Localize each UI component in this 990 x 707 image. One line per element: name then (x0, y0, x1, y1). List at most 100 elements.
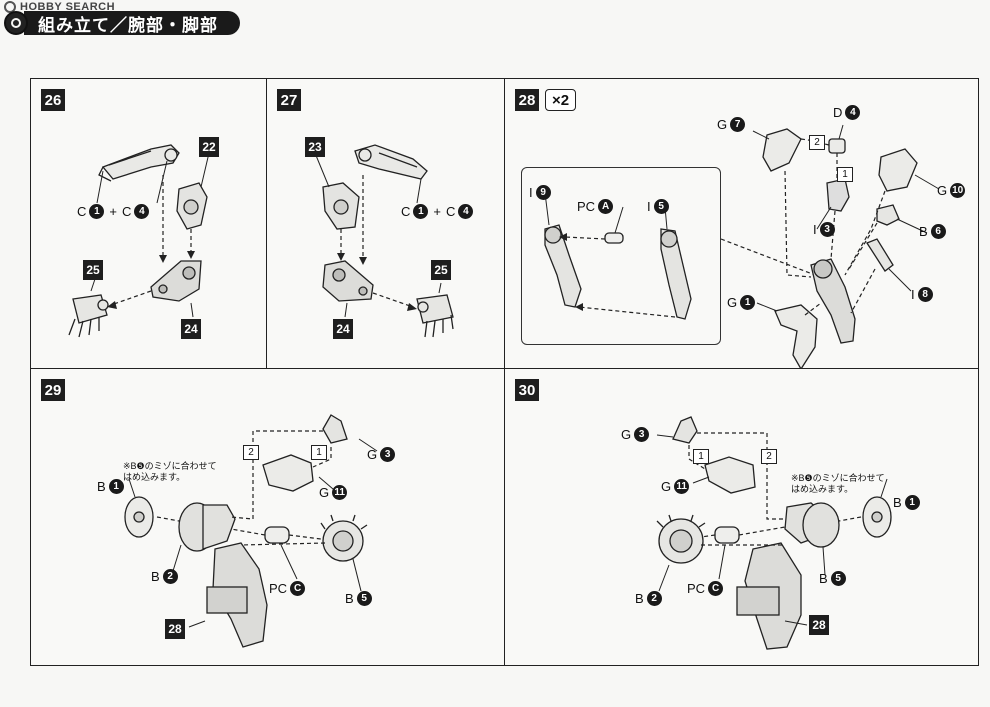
inset-part-i5 (660, 228, 692, 320)
section-header: 組み立て／腕部・脚部 (4, 10, 240, 36)
label-d4: D 4 (833, 105, 861, 120)
note-line-2: はめ込みます。 (791, 484, 854, 494)
step-number: 28 (515, 89, 539, 111)
part-letter: PC (687, 581, 706, 596)
label-pcc: PC C (687, 581, 724, 596)
ref-badge-24: 24 (181, 319, 201, 339)
part-g11 (262, 454, 314, 492)
part-number: 1 (108, 479, 124, 494)
part-number: 3 (634, 427, 650, 442)
step-number: 27 (277, 89, 301, 111)
ref-badge-23: 23 (305, 137, 325, 157)
part-number: 2 (162, 569, 178, 584)
assembly-note: ※B❺のミゾに合わせて はめ込みます。 (123, 461, 217, 483)
part-letter: B (893, 495, 902, 510)
part-letter: G (661, 479, 672, 494)
part-pcc (264, 526, 290, 544)
part-letter: G (937, 183, 948, 198)
part-letter: I (813, 222, 817, 237)
part-number: 1 (740, 295, 756, 310)
part-number: 5 (356, 591, 372, 606)
part-b2-assembly (178, 502, 236, 552)
part-letter: B (151, 569, 160, 584)
part-letter: B (635, 591, 644, 606)
part-b5-assembly (784, 502, 840, 548)
quantity-multiplier: ×2 (545, 89, 577, 111)
part-letter: G (319, 485, 330, 500)
order-box-2: 2 (809, 135, 825, 150)
part-g1 (774, 304, 818, 371)
part-g3 (322, 414, 348, 444)
part-i3 (826, 178, 850, 212)
ref-badge-28: 28 (809, 615, 829, 635)
step-29-diagram (124, 414, 378, 648)
part-number: 3 (819, 222, 835, 237)
leg-assembly (810, 258, 856, 344)
part-letter: PC (577, 199, 596, 214)
part-25 (416, 294, 454, 338)
label-pca: PC A (577, 199, 614, 214)
note-line-1: ※B❺のミゾに合わせて (123, 461, 217, 471)
inset-part-pca (604, 232, 624, 244)
label-g7: G 7 (717, 117, 746, 132)
label-b6: B 6 (919, 224, 946, 239)
ref-badge-25: 25 (431, 260, 451, 280)
assembly-note: ※B❺のミゾに合わせて はめ込みます。 (791, 473, 885, 495)
label-b5: B 5 (819, 571, 846, 586)
label-g3: G 3 (621, 427, 650, 442)
step-27-panel: 27 (266, 78, 506, 370)
part-number: 4 (134, 204, 150, 219)
part-number: 1 (89, 204, 105, 219)
part-letter: C (121, 204, 132, 219)
label-i9: I 9 (529, 185, 551, 200)
ref-badge-22: 22 (199, 137, 219, 157)
part-number: 1 (904, 495, 920, 510)
label-i5: I 5 (647, 199, 669, 214)
step-28-diagram (544, 124, 940, 371)
label-g3: G 3 (367, 447, 396, 462)
label-i8: I 8 (911, 287, 933, 302)
part-number: 8 (917, 287, 933, 302)
label-pcc: PC C (269, 581, 306, 596)
part-number: 6 (930, 224, 946, 239)
part-number: 2 (646, 591, 662, 606)
note-line-1: ※B❺のミゾに合わせて (791, 473, 885, 483)
part-number: 5 (653, 199, 669, 214)
ref-badge-25: 25 (83, 260, 103, 280)
part-letter: B (345, 591, 354, 606)
part-24 (322, 260, 374, 302)
label-b2: B 2 (635, 591, 662, 606)
part-letter: I (911, 287, 915, 302)
step-26-panel: 26 (30, 78, 268, 370)
part-number: 7 (730, 117, 746, 132)
part-number: 5 (830, 571, 846, 586)
section-title: 組み立て／腕部・脚部 (24, 11, 240, 35)
label-g11: G 11 (661, 479, 690, 494)
ref-badge-28: 28 (165, 619, 185, 639)
part-i8 (866, 238, 894, 272)
label-b2: B 2 (151, 569, 178, 584)
inset-part-i9 (544, 224, 582, 308)
order-box-1: 1 (837, 167, 853, 182)
part-letter: C (445, 204, 456, 219)
upper-arm-part (354, 144, 428, 180)
part-g11 (704, 456, 756, 494)
label-i3: I 3 (813, 222, 835, 237)
step-30-panel: 30 (504, 368, 979, 666)
step-28-panel: 28 ×2 (504, 78, 979, 371)
part-number: 4 (845, 105, 861, 120)
part-g10 (878, 148, 918, 192)
part-24 (150, 260, 202, 302)
note-line-2: はめ込みます。 (123, 472, 186, 482)
part-number: 1 (413, 204, 429, 219)
step-number: 29 (41, 379, 65, 401)
label-b5: B 5 (345, 591, 372, 606)
section-emblem-icon (4, 11, 28, 35)
part-letter: G (621, 427, 632, 442)
part-number: 11 (332, 485, 348, 500)
part-number: 4 (458, 204, 474, 219)
part-g7 (762, 128, 802, 172)
leg-assembly (206, 542, 268, 648)
step-number: 30 (515, 379, 539, 401)
part-22 (176, 182, 208, 230)
